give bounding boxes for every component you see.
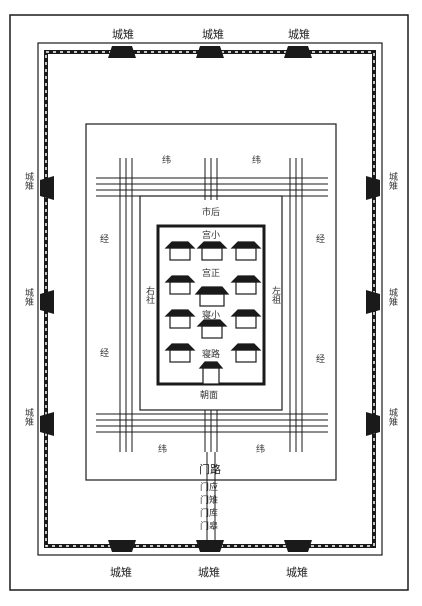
building-icon — [230, 241, 262, 261]
gate-label-bottom-left: 城雉 — [110, 566, 132, 579]
gate-tower-icon — [366, 176, 380, 200]
building-icon — [194, 286, 230, 307]
building-icon — [196, 241, 228, 261]
men-ying-label: 门应 — [200, 481, 218, 493]
center-avenues — [204, 158, 218, 548]
jing-label-right-top: 经 — [316, 233, 325, 245]
gate-label-left-1: 城雉 — [23, 172, 34, 191]
gate-label-top-center: 城雉 — [202, 28, 224, 41]
left-avenues — [119, 158, 133, 452]
gate-label-right-2: 城雉 — [387, 288, 398, 307]
shi-hou-label: 市后 — [202, 206, 220, 218]
inner-zone — [85, 123, 337, 481]
gate-tower-icon — [40, 412, 54, 436]
gate-tower-icon — [40, 176, 54, 200]
gate-label-bottom-center: 城雉 — [198, 566, 220, 579]
gate-tower-icon — [196, 46, 224, 58]
gate-tower-icon — [284, 540, 312, 552]
gate-tower-icon — [196, 540, 224, 552]
wei-label-top-left: 纬 — [162, 154, 171, 166]
wei-label-bottom-left: 纬 — [158, 443, 167, 455]
building-icon — [164, 343, 196, 363]
moat-line — [37, 42, 383, 556]
you-she-label: 右社 — [144, 285, 155, 305]
qin-xiao-label: 寝小 — [202, 309, 220, 321]
palace-gate-icon — [198, 361, 224, 385]
building-icon — [230, 309, 262, 329]
gate-label-top-right: 城雉 — [288, 28, 310, 41]
building-icon — [230, 275, 262, 295]
gate-label-left-3: 城雉 — [23, 408, 34, 427]
jing-label-left-bottom: 经 — [100, 347, 109, 359]
gate-towers — [40, 46, 380, 552]
wei-label-top-right: 纬 — [252, 154, 261, 166]
gate-tower-icon — [366, 290, 380, 314]
men-zhi-label: 门雉 — [200, 494, 218, 506]
gate-tower-icon — [284, 46, 312, 58]
gate-label-bottom-right: 城雉 — [286, 566, 308, 579]
building-icon — [164, 241, 196, 261]
men-gao-label: 门皋 — [200, 520, 218, 532]
gate-tower-icon — [108, 46, 136, 58]
men-lu-label: 门路 — [199, 462, 221, 476]
gong-zheng-label: 宫正 — [202, 267, 220, 279]
gate-tower-icon — [40, 290, 54, 314]
outer-boundary — [9, 14, 409, 591]
top-avenues — [96, 177, 328, 197]
building-icon — [164, 275, 196, 295]
building-icon — [196, 319, 228, 339]
jing-label-left-top: 经 — [100, 233, 109, 245]
gate-tower-icon — [366, 412, 380, 436]
gate-label-top-left: 城雉 — [112, 28, 134, 41]
gate-label-right-3: 城雉 — [387, 408, 398, 427]
bottom-avenues — [96, 413, 328, 433]
chao-mian-label: 朝面 — [200, 390, 218, 401]
gate-tower-icon — [108, 540, 136, 552]
zuo-zu-label: 左祖 — [270, 285, 281, 305]
gate-label-left-2: 城雉 — [23, 288, 34, 307]
gate-label-right-1: 城雉 — [387, 172, 398, 191]
wei-label-bottom-right: 纬 — [256, 443, 265, 455]
building-icon — [164, 309, 196, 329]
men-ku-label: 门库 — [200, 507, 218, 519]
gong-xiao-label: 宫小 — [202, 229, 220, 241]
building-icon — [230, 343, 262, 363]
jing-label-right-bottom: 经 — [316, 353, 325, 365]
palace-buildings — [164, 241, 262, 385]
qin-lu-label: 寝路 — [202, 348, 220, 360]
right-avenues — [289, 158, 303, 452]
